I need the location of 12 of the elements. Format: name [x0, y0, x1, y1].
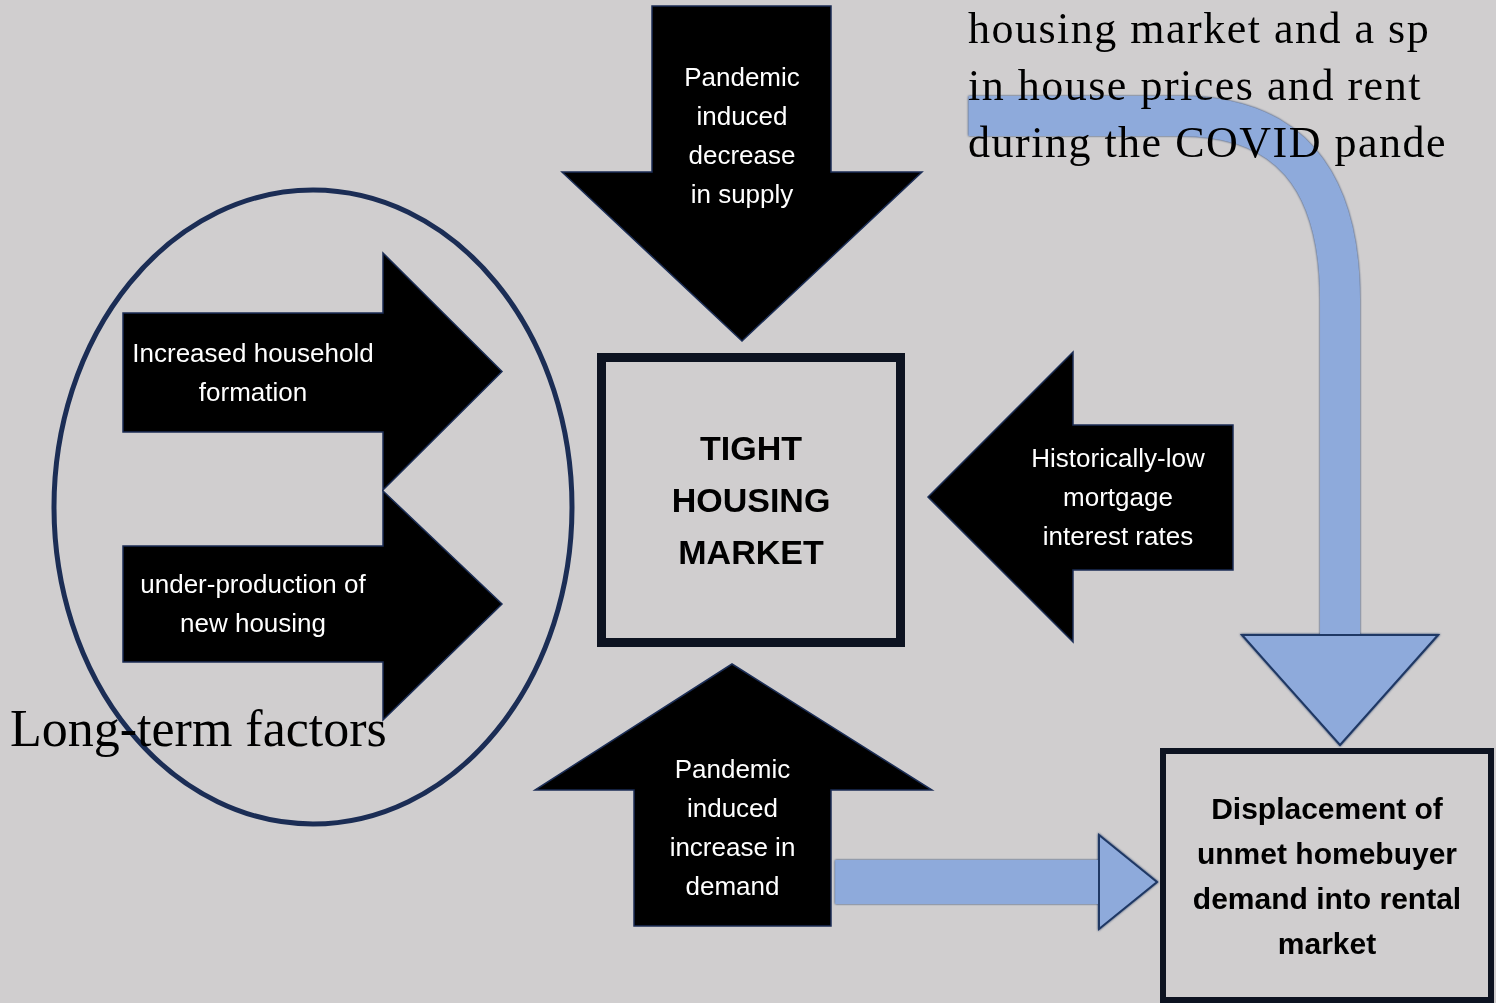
box-text: Displacement of unmet homebuyer demand into rental market [1191, 790, 1463, 962]
arrow [835, 834, 1158, 930]
arrow-text: Pandemic induced increase in demand [668, 752, 797, 903]
box-text: TIGHT HOUSING MARKET [670, 428, 832, 573]
process-box [597, 353, 905, 647]
process-box [1160, 748, 1494, 1003]
arrow-text: Increased household formation [131, 336, 375, 409]
curved-arrow [968, 95, 1440, 746]
arrow-text: Pandemic induced decrease in supply [683, 61, 801, 211]
arrow-text: Historically-low mortgage interest rates [1030, 442, 1206, 553]
arrow-text: under-production of new housing [139, 568, 367, 640]
note-text: housing market and a sp in house prices and rent during the COVID pande [968, 3, 1448, 169]
